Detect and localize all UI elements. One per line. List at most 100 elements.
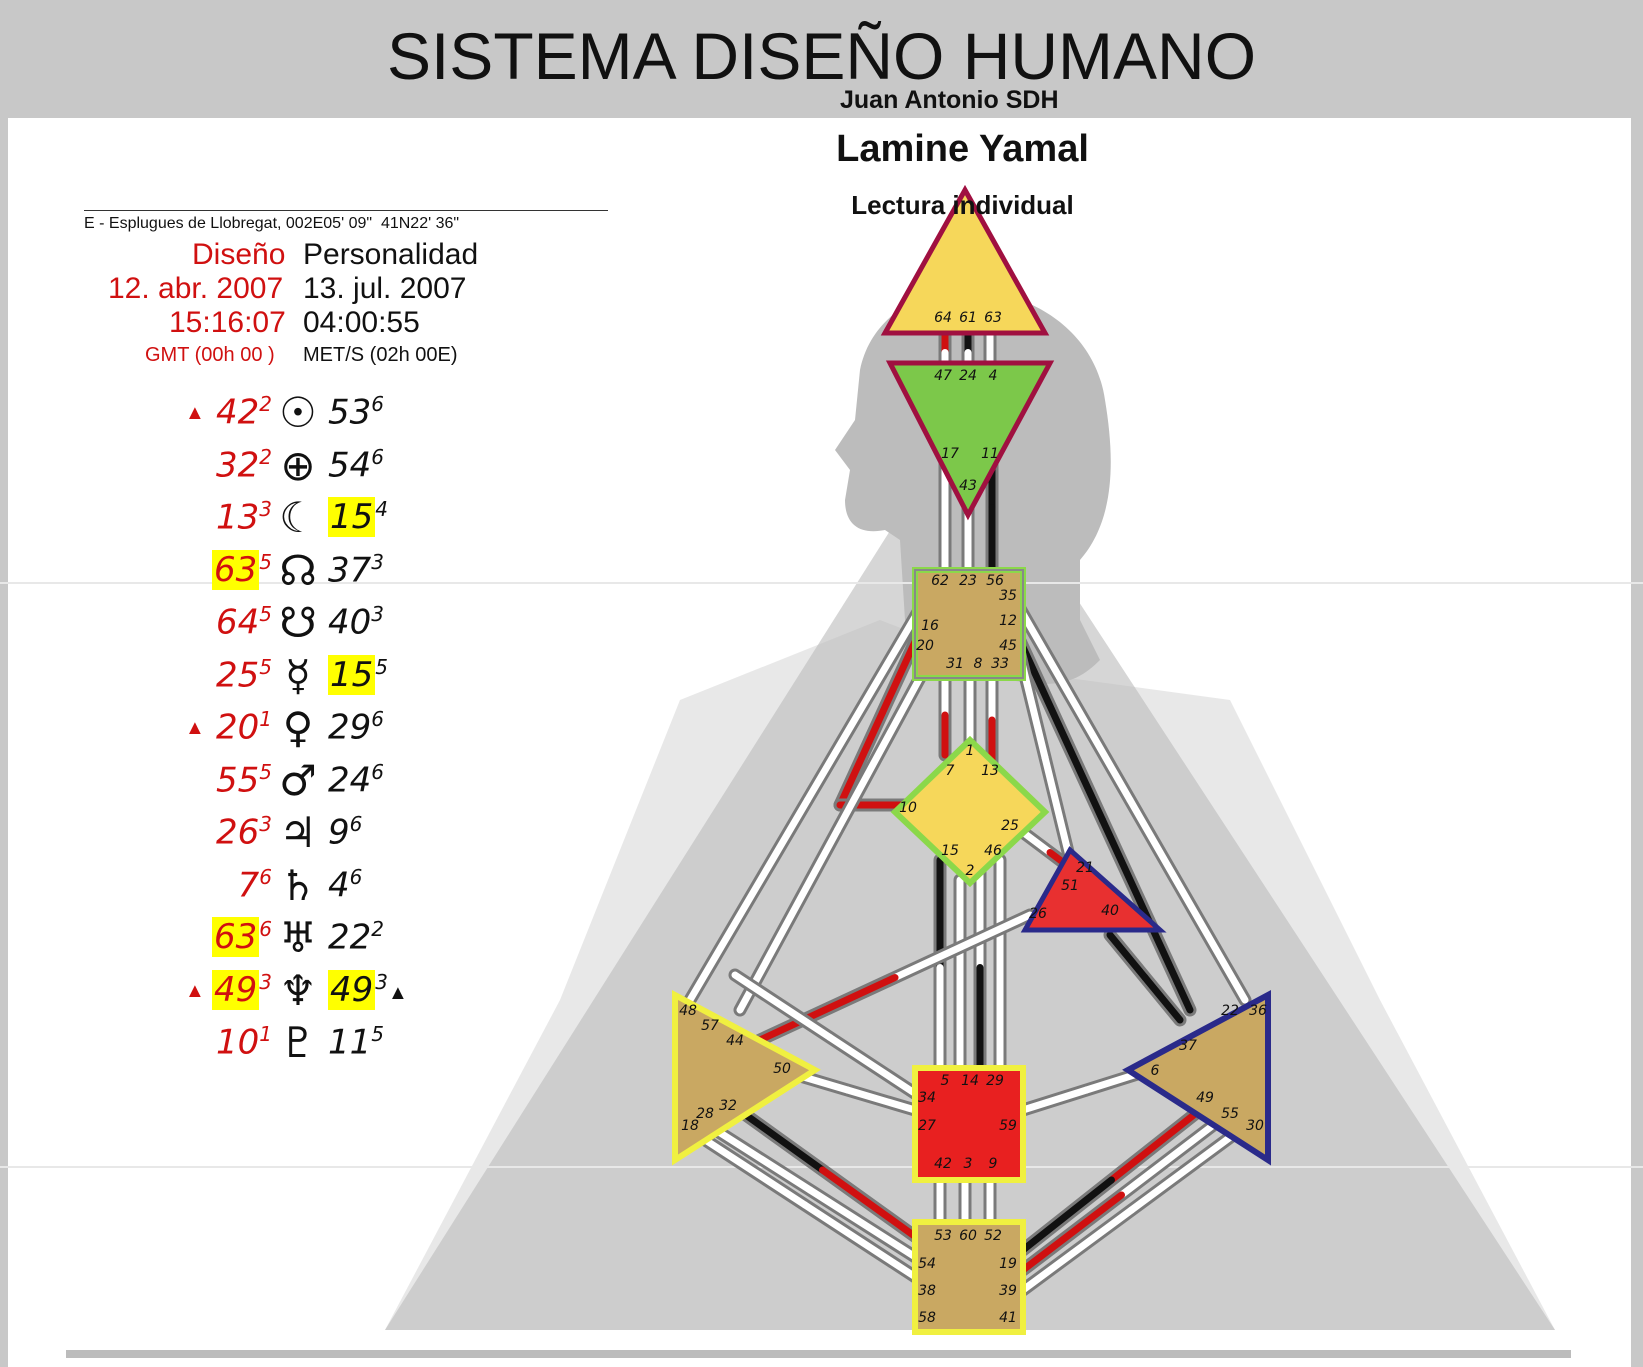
gate-label: 57 — [701, 1018, 719, 1034]
channel-half — [1128, 1126, 1244, 1214]
mercury-icon: ☿ — [285, 650, 311, 700]
mars-icon: ♂ — [279, 755, 317, 805]
design-date: 12. abr. 2007 — [108, 272, 284, 305]
personality-gate: 536 — [328, 392, 384, 433]
design-zone: GMT (00h 00 ) — [145, 344, 275, 366]
planet-row: 322⊕546 — [0, 441, 420, 497]
planet-row: 76♄46 — [0, 861, 420, 917]
gate-label: 9 — [989, 1156, 998, 1172]
gate-label: 18 — [681, 1118, 699, 1134]
gate-label: 53 — [934, 1228, 952, 1244]
gate-label: 26 — [1029, 906, 1047, 922]
header-bar — [0, 0, 1643, 118]
design-time: 15:16:07 — [169, 306, 286, 339]
design-arrow-icon: ▲ — [185, 717, 205, 739]
gate-label: 22 — [1221, 1003, 1239, 1019]
design-gate: 76 — [237, 864, 272, 905]
planet-row: ▲422☉536 — [0, 388, 420, 444]
channel-half — [891, 911, 1034, 981]
venus-icon: ♀ — [282, 703, 314, 752]
design-gate: 201 — [216, 707, 272, 748]
channel-half — [1019, 1086, 1090, 1114]
personality-zone: MET/S (02h 00E) — [303, 344, 458, 366]
gate-label: 61 — [959, 310, 977, 326]
channel-half — [756, 974, 899, 1044]
gate-label: 20 — [916, 638, 934, 654]
channel-half — [1141, 974, 1184, 1024]
personality-gate: 296 — [328, 707, 384, 748]
design-gate: 101 — [216, 1022, 272, 1063]
moon-icon: ☾ — [279, 493, 317, 542]
personality-gate: 96 — [328, 812, 363, 853]
gate-label: 6 — [1151, 1063, 1160, 1079]
planet-row: 263♃96 — [0, 808, 420, 864]
spleen-center — [672, 989, 821, 1166]
location-divider — [84, 210, 608, 211]
earth-icon: ⊕ — [280, 440, 316, 490]
sun-icon: ☉ — [279, 388, 317, 437]
channel-half — [686, 1126, 809, 1209]
gate-label: 60 — [959, 1228, 977, 1244]
heart-center — [1020, 846, 1167, 933]
design-gate: 322 — [216, 444, 272, 485]
page-title: SISTEMA DISEÑO HUMANO — [386, 19, 1257, 93]
birth-location: E - Esplugues de Llobregat, 002E05' 09" … — [84, 215, 460, 232]
channel-half — [801, 1201, 924, 1284]
gate-label: 46 — [984, 843, 1002, 859]
personality-gate: 222 — [328, 917, 384, 958]
channel-half — [819, 1166, 924, 1244]
channel-half — [844, 1086, 919, 1114]
gate-label: 14 — [961, 1073, 979, 1089]
channel-half — [1011, 626, 1106, 824]
design-gate: 263 — [216, 812, 272, 853]
gate-label: 21 — [1076, 860, 1094, 876]
gate-label: 54 — [918, 1256, 936, 1272]
gate-label: 17 — [941, 446, 959, 462]
personality-gate: 115 — [328, 1022, 384, 1063]
gate-label: 56 — [986, 573, 1004, 589]
south-node-icon: ☋ — [279, 598, 317, 647]
gate-label: 1 — [966, 743, 975, 759]
gate-label: 42 — [934, 1156, 952, 1172]
channel-half — [1019, 1206, 1135, 1294]
channel-half — [1108, 1106, 1204, 1184]
gate-label: 7 — [946, 763, 955, 779]
gate-label: 32 — [719, 1098, 737, 1114]
gate-label: 35 — [999, 588, 1017, 604]
channel-half — [1118, 1116, 1224, 1199]
channel-half — [1126, 796, 1249, 1004]
gate-label: 38 — [918, 1283, 936, 1299]
gate-label: 15 — [941, 843, 959, 859]
channel-half — [836, 709, 886, 809]
gate-label: 40 — [1101, 903, 1119, 919]
gate-label: 28 — [696, 1106, 714, 1122]
design-arrow-icon: ▲ — [185, 979, 205, 1002]
planet-row: 101♇ 115 — [0, 1018, 420, 1074]
reading-type: Lectura individual — [851, 190, 1074, 220]
personality-gate: 246 — [328, 759, 384, 800]
person-name: Lamine Yamal — [836, 128, 1089, 170]
g-center — [890, 735, 1050, 888]
channel-half — [804, 596, 929, 804]
gate-label: 24 — [959, 368, 977, 384]
gate-label: 63 — [984, 310, 1002, 326]
gate-label: 27 — [918, 1118, 936, 1134]
gate-label: 11 — [981, 446, 999, 462]
root-center — [912, 1219, 1026, 1335]
pluto-icon: ♇ — [279, 1018, 317, 1067]
gate-label: 29 — [986, 1073, 1004, 1089]
gate-label: 10 — [899, 800, 917, 816]
design-gate: 133 — [216, 497, 272, 538]
author-label: Juan Antonio SDH — [840, 86, 1059, 114]
gate-label: 55 — [1221, 1106, 1239, 1122]
gate-label: 3 — [964, 1156, 973, 1172]
gate-label: 16 — [921, 618, 939, 634]
